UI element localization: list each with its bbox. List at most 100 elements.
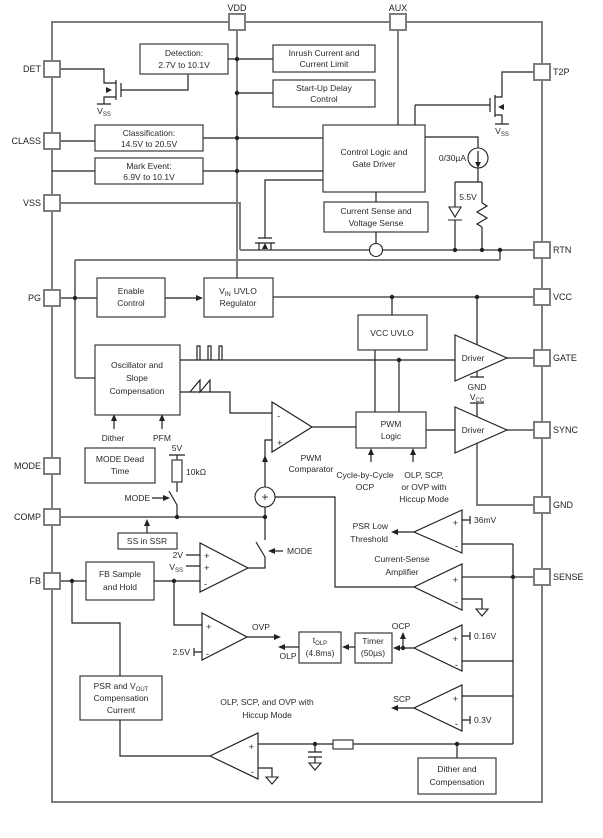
svg-text:Regulator: Regulator	[220, 298, 257, 308]
pin-vdd: VDD	[227, 3, 247, 31]
svg-text:COMP: COMP	[14, 512, 41, 522]
pwm-comparator: - + PWM Comparator	[271, 400, 334, 474]
ref-36mv-label: 36mV	[474, 515, 497, 525]
svg-text:Hiccup Mode: Hiccup Mode	[399, 494, 449, 504]
ref-0v16-label: 0.16V	[474, 631, 497, 641]
svg-text:Current Sense and: Current Sense and	[340, 206, 412, 216]
pin-det: DET	[23, 60, 61, 78]
scp-comparator: + - 0.3V SCP	[393, 684, 492, 732]
det-nmos-icon	[115, 80, 122, 100]
svg-text:Threshold: Threshold	[350, 534, 388, 544]
zener-voltage-label: 5.5V	[459, 192, 477, 202]
ref-2v5-label: 2.5V	[173, 647, 191, 657]
chip-outline	[51, 21, 543, 803]
summing-junction-icon: +	[254, 486, 276, 508]
pfm-input-label: PFM	[153, 433, 171, 443]
svg-text:GND: GND	[553, 500, 574, 510]
svg-text:-: -	[204, 579, 207, 590]
pin-sync: SYNC	[533, 421, 579, 439]
pin-t2p: T2P	[533, 63, 570, 81]
svg-text:VDD: VDD	[227, 3, 247, 13]
svg-text:Control Logic and: Control Logic and	[341, 147, 408, 157]
svg-text:MODE: MODE	[14, 461, 41, 471]
block-vcc-uvlo: VCC UVLO	[357, 314, 428, 351]
svg-text:Timer: Timer	[362, 636, 384, 646]
pfm-mode-switch-icon	[168, 490, 178, 506]
dither-input-label: Dither	[102, 433, 125, 443]
mode-switch-label: MODE	[125, 493, 151, 503]
pin-aux: AUX	[389, 3, 407, 31]
sync-driver: Driver	[454, 406, 509, 454]
junction-dots	[69, 56, 516, 747]
pin-class: CLASS	[11, 132, 61, 150]
svg-text:Time: Time	[111, 466, 130, 476]
zener-diode-icon	[448, 206, 462, 221]
svg-text:Inrush Current and: Inrush Current and	[289, 48, 360, 58]
pin-pg: PG	[28, 289, 61, 307]
block-enable-control: Enable Control	[96, 277, 166, 318]
scp-signal-label: SCP	[393, 694, 411, 704]
block-psr-vout-compensation: PSR and VOUT Compensation Current	[79, 675, 163, 721]
svg-text:Dither and: Dither and	[437, 764, 476, 774]
fb-error-amplifier: + + - 2V VSS	[169, 542, 250, 593]
svg-text:Current: Current	[107, 705, 136, 715]
ovp-signal-label: OVP	[252, 622, 270, 632]
power-rails	[60, 30, 534, 578]
resistor-icon	[475, 202, 489, 228]
svg-text:-: -	[251, 767, 254, 778]
internal-nmos-icon	[255, 237, 275, 244]
block-pwm-logic: PWM Logic	[355, 411, 427, 449]
vss-label: VSS	[169, 562, 183, 574]
gnd-label: GND	[468, 382, 487, 392]
gate-driver: Driver	[454, 334, 509, 382]
block-mode-dead-time: MODE Dead Time	[84, 447, 156, 484]
svg-text:+: +	[452, 634, 458, 645]
block-control-logic: Control Logic and Gate Driver	[322, 124, 426, 193]
pullup-resistor-icon	[171, 459, 183, 483]
svg-text:MODE Dead: MODE Dead	[96, 454, 144, 464]
cycle-ocp-label: Cycle-by-Cycle	[336, 470, 393, 480]
pin-fb: FB	[29, 572, 61, 590]
block-oscillator: Oscillator and Slope Compensation	[94, 344, 181, 416]
pin-gnd: GND	[533, 496, 574, 514]
block-tolp: tOLP (4.8ms)	[298, 631, 342, 664]
resistor-10k-label: 10kΩ	[186, 467, 206, 477]
block-fb-sample-hold: FB Sample and Hold	[85, 561, 155, 601]
vss-label: VSS	[495, 126, 509, 138]
svg-text:Control: Control	[310, 94, 338, 104]
current-source-label: 0/30µA	[439, 153, 466, 163]
block-ss-in-ssr: SS in SSR	[117, 532, 178, 550]
ref-0v3-label: 0.3V	[474, 715, 492, 725]
block-inrush-limit: Inrush Current and Current Limit	[272, 44, 376, 73]
sawtooth-waveform-icon	[189, 378, 211, 394]
svg-text:-: -	[277, 411, 280, 422]
svg-text:+: +	[452, 575, 458, 586]
hiccup-mode-label: OLP, SCP, and OVP with	[220, 697, 314, 707]
svg-text:PWM: PWM	[381, 419, 402, 429]
svg-text:tOLP: tOLP	[313, 635, 327, 647]
block-dither-compensation: Dither and Compensation	[417, 757, 497, 795]
svg-text:-: -	[455, 719, 458, 730]
current-sense-element-icon	[368, 242, 384, 258]
svg-text:CLASS: CLASS	[11, 136, 41, 146]
svg-text:Comparator: Comparator	[289, 464, 334, 474]
block-mark-event: Mark Event: 6.9V to 10.1V	[94, 157, 204, 185]
pin-vss: VSS	[23, 194, 61, 212]
block-timer: Timer (50µs)	[354, 632, 393, 664]
pulse-waveform-icon	[196, 345, 223, 360]
svg-text:6.9V to 10.1V: 6.9V to 10.1V	[123, 172, 175, 182]
block-classification: Classification: 14.5V to 20.5V	[94, 124, 204, 152]
hiccup-input-label: OLP, SCP,	[404, 470, 443, 480]
svg-text:Classification:: Classification:	[123, 128, 175, 138]
hiccup-amplifier: + -	[208, 732, 259, 780]
svg-text:or OVP with: or OVP with	[401, 482, 446, 492]
svg-text:-: -	[455, 597, 458, 608]
svg-text:Driver: Driver	[462, 353, 485, 363]
block-startup-delay: Start-Up Delay Control	[272, 79, 376, 108]
resistor-icon	[332, 739, 354, 750]
svg-text:RTN: RTN	[553, 245, 571, 255]
svg-text:FB: FB	[29, 576, 41, 586]
t2p-nmos-icon	[489, 95, 496, 117]
